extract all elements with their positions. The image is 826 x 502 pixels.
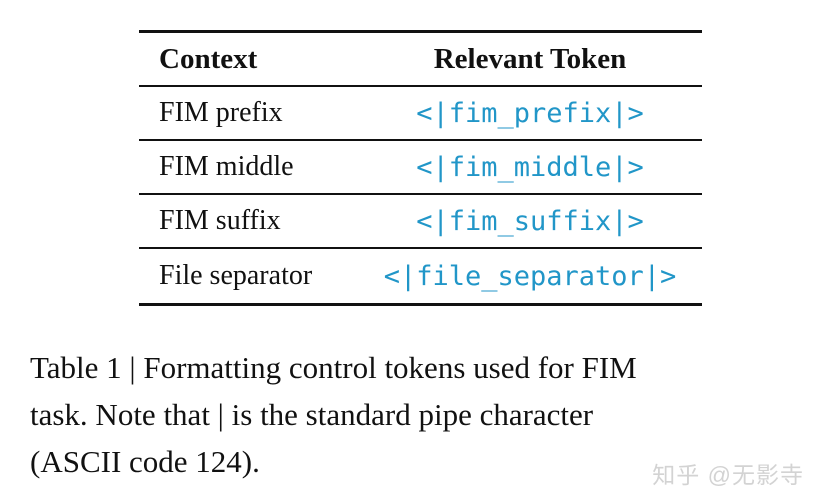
context-cell: FIM suffix <box>159 205 281 236</box>
token-cell: <|fim_prefix|> <box>416 97 644 129</box>
context-cell: FIM prefix <box>159 97 283 128</box>
table-caption: Table 1 | Formatting control tokens used… <box>30 344 814 485</box>
token-cell: <|file_separator|> <box>383 260 677 292</box>
table-row: FIM prefix <|fim_prefix|> <box>139 87 702 141</box>
column-header-relevant-token: Relevant Token <box>433 42 627 75</box>
context-cell: FIM middle <box>159 151 294 182</box>
token-cell: <|fim_suffix|> <box>416 205 644 237</box>
token-cell: <|fim_middle|> <box>416 151 644 183</box>
table-row: FIM middle <|fim_middle|> <box>139 141 702 195</box>
table-header-row: Context Relevant Token <box>139 33 702 87</box>
fim-tokens-table: Context Relevant Token FIM prefix <|fim_… <box>139 30 702 306</box>
zhihu-watermark: 知乎 @无影寺 <box>652 462 804 488</box>
caption-line-3: (ASCII code 124). <box>30 444 260 479</box>
context-cell: File separator <box>159 260 313 291</box>
caption-line-2: task. Note that | is the standard pipe c… <box>30 397 594 432</box>
table-row: File separator <|file_separator|> <box>139 249 702 303</box>
caption-line-1: Table 1 | Formatting control tokens used… <box>30 350 637 385</box>
column-header-context: Context <box>159 42 258 75</box>
table-row: FIM suffix <|fim_suffix|> <box>139 195 702 249</box>
